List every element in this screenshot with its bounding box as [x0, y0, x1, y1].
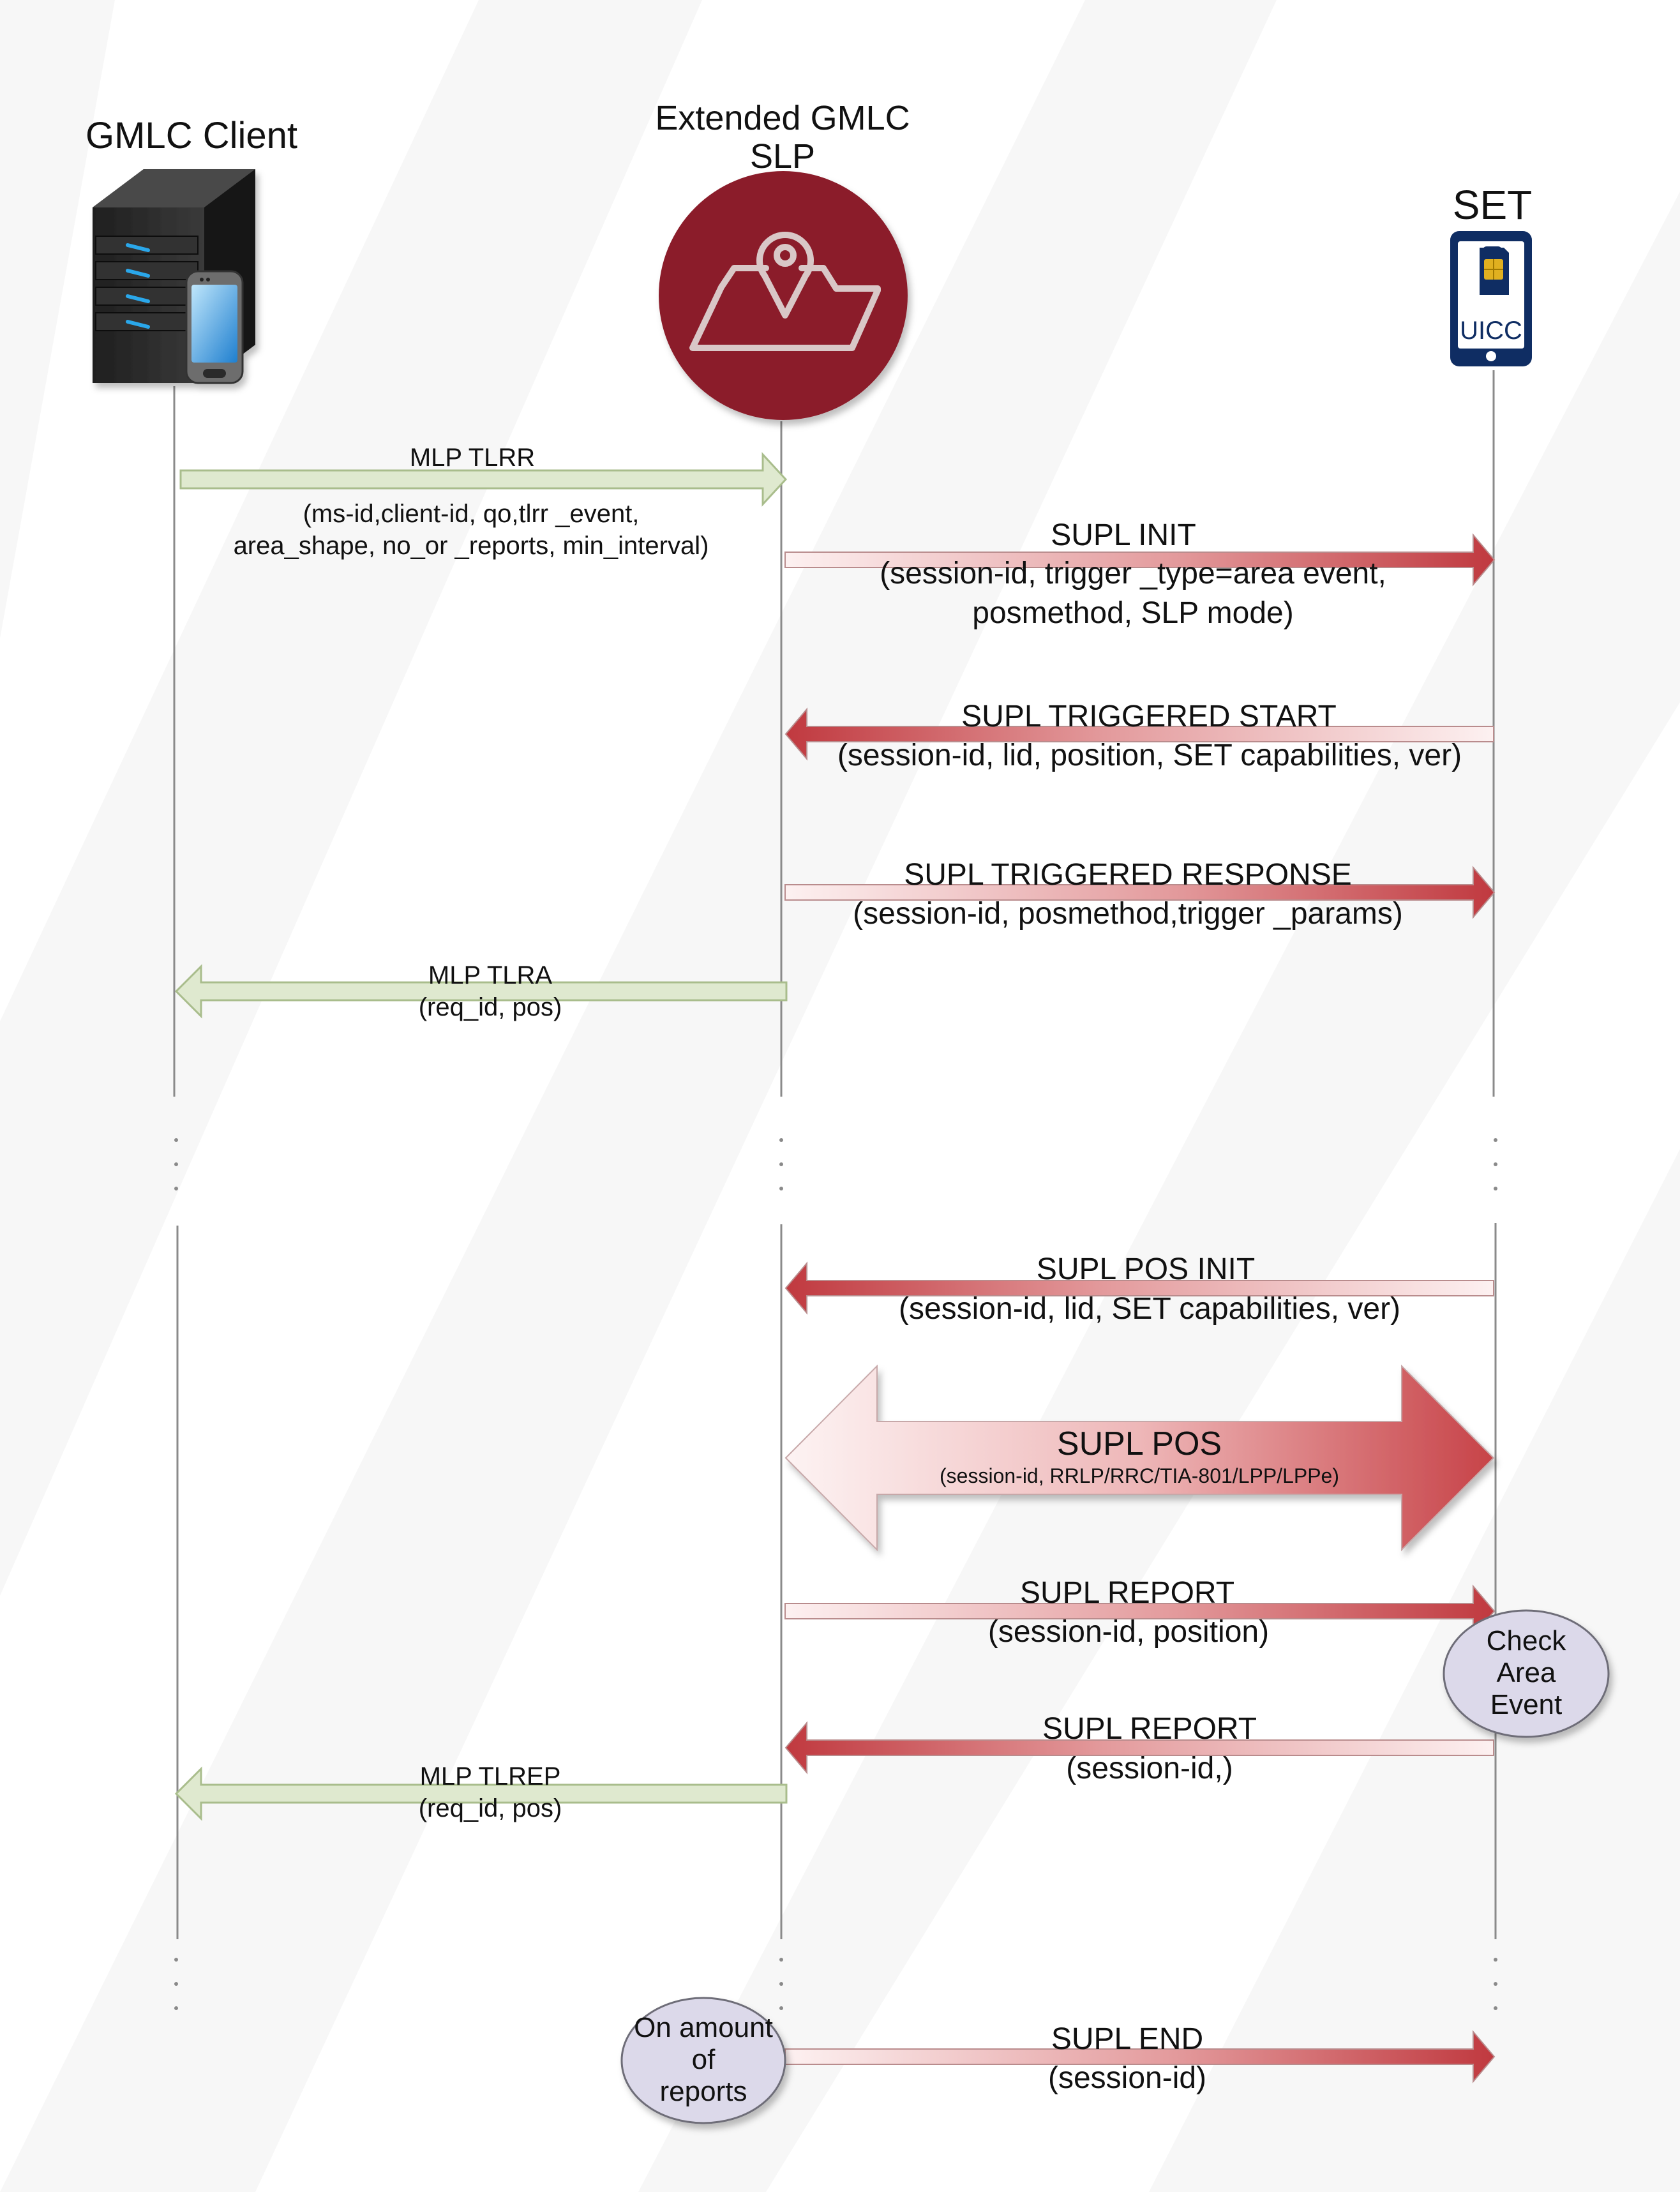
msg-supl-report-2-title: SUPL REPORT [1042, 1712, 1257, 1746]
msg-supl-end-params: (session-id) [1047, 2061, 1207, 2095]
msg-supl-pos-params: (session-id, RRLP/RRC/TIA-801/LPP/LPPe) [940, 1464, 1339, 1487]
msg-mlp-tlrep-title: MLP TLREP (req_id, pos) [418, 1762, 562, 1822]
arrow-mlp-tlrr [179, 452, 788, 507]
msg-supl-triggered-response-params: (session-id, posmethod,trigger _params) [853, 897, 1403, 931]
msg-supl-pos-init-title: SUPL POS INIT [1036, 1252, 1256, 1286]
arrow-supl-pos-init [784, 1261, 1494, 1315]
arrow-supl-triggered-start [784, 707, 1494, 761]
actor-gmlc-client-label: GMLC Client [86, 115, 297, 156]
msg-mlp-tlra-title: MLP TLRA (req_id, pos) [418, 961, 562, 1021]
msg-supl-report-1-title: SUPL REPORT [1019, 1576, 1235, 1610]
msg-supl-init-params: (session-id, trigger _type=area event, p… [880, 557, 1386, 630]
arrow-mlp-tlra [174, 964, 788, 1019]
note-on-amount-of-reports: On amount of reports [634, 2012, 773, 2107]
arrow-mlp-tlrep [174, 1766, 788, 1821]
msg-supl-triggered-start-params: (session-id, lid, position, SET capabili… [837, 739, 1462, 772]
msg-supl-pos-init-params: (session-id, lid, SET capabilities, ver) [898, 1292, 1401, 1326]
msg-supl-triggered-start-title: SUPL TRIGGERED START [961, 700, 1337, 733]
note-check-area-event: Check Area Event [1486, 1625, 1566, 1720]
uicc-label: UICC [1460, 317, 1522, 345]
msg-supl-init-title: SUPL INIT [1051, 518, 1196, 552]
continuation-dots [174, 1138, 1497, 2010]
msg-mlp-tlrr-title: MLP TLRR [409, 444, 536, 472]
msg-supl-end-title: SUPL END [1051, 2022, 1204, 2056]
actor-slp-label: Extended GMLC SLP [655, 99, 910, 176]
arrow-supl-end [784, 2030, 1496, 2083]
msg-supl-pos-title: SUPL POS [1056, 1425, 1222, 1462]
note-check-area-event-shape [1443, 1609, 1610, 1738]
server-with-smartphone-icon [93, 169, 255, 384]
arrow-supl-pos [784, 1364, 1495, 1552]
msg-supl-report-1-params: (session-id, position) [987, 1615, 1270, 1649]
map-pin-on-map-icon [659, 171, 908, 420]
arrow-supl-report-2 [784, 1721, 1494, 1775]
actor-set-label: SET [1452, 182, 1533, 228]
msg-supl-report-2-params: (session-id,) [1066, 1752, 1233, 1785]
smartphone-with-sim-icon [1450, 231, 1532, 366]
msg-supl-triggered-response-title: SUPL TRIGGERED RESPONSE [904, 858, 1352, 892]
arrow-supl-init [784, 533, 1496, 587]
msg-mlp-tlrr-params: (ms-id,client-id, qo,tlrr _event, area_s… [233, 500, 709, 560]
arrow-supl-triggered-response [784, 866, 1496, 919]
note-on-amount-of-reports-shape [620, 1997, 786, 2124]
